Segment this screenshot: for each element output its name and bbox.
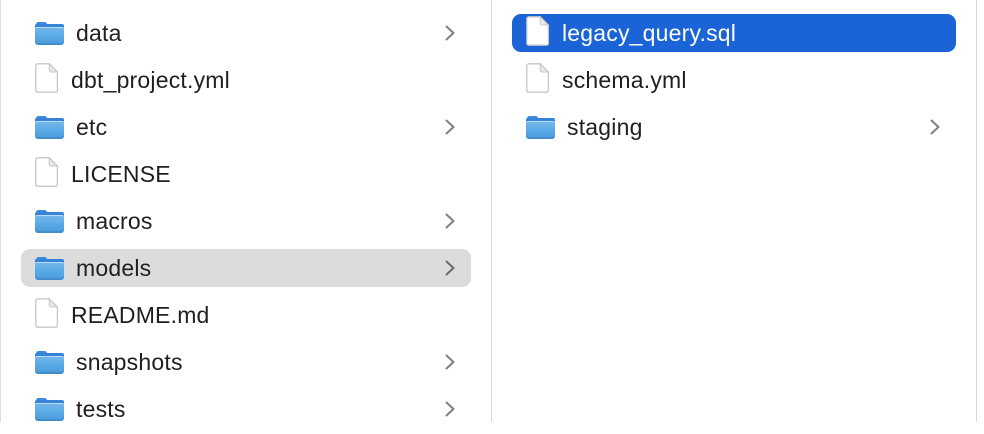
folder-icon xyxy=(526,115,555,139)
chevron-right-icon xyxy=(444,212,456,230)
folder-row: tests xyxy=(1,390,491,434)
list-item-license[interactable]: LICENSE xyxy=(21,155,471,193)
item-label: README.md xyxy=(71,301,210,328)
item-label: tests xyxy=(76,395,126,422)
list-item-snapshots[interactable]: snapshots xyxy=(21,343,471,381)
item-label: dbt_project.yml xyxy=(71,66,230,93)
document-icon xyxy=(526,62,550,98)
folder-icon xyxy=(35,115,64,139)
item-label: data xyxy=(76,19,122,46)
list-item-etc[interactable]: etc xyxy=(21,108,471,146)
folder-icon xyxy=(35,256,64,280)
file-row: schema.yml xyxy=(492,61,976,105)
folder-icon xyxy=(35,397,64,421)
right-column: legacy_query.sql schema.yml staging xyxy=(492,0,977,422)
list-item-schema-yml[interactable]: schema.yml xyxy=(512,61,956,99)
folder-row: data xyxy=(1,14,491,58)
item-label: snapshots xyxy=(76,348,183,375)
chevron-right-icon xyxy=(929,118,941,136)
next-column-sliver xyxy=(977,0,984,422)
chevron-right-icon xyxy=(444,24,456,42)
item-label: etc xyxy=(76,113,108,140)
folder-row: macros xyxy=(1,202,491,246)
chevron-right-icon xyxy=(444,400,456,418)
list-item-tests[interactable]: tests xyxy=(21,390,471,428)
file-row: legacy_query.sql xyxy=(492,14,976,58)
item-label: schema.yml xyxy=(562,66,687,93)
list-item-data[interactable]: data xyxy=(21,14,471,52)
folder-row: snapshots xyxy=(1,343,491,387)
item-label: legacy_query.sql xyxy=(562,19,737,46)
document-icon xyxy=(35,156,59,192)
chevron-right-icon xyxy=(444,353,456,371)
document-icon xyxy=(35,62,59,98)
item-label: LICENSE xyxy=(71,160,171,187)
file-row: README.md xyxy=(1,296,491,340)
file-row: LICENSE xyxy=(1,155,491,199)
list-item-dbt-project-yml[interactable]: dbt_project.yml xyxy=(21,61,471,99)
list-item-models[interactable]: models xyxy=(21,249,471,287)
chevron-right-icon xyxy=(444,259,456,277)
folder-row: etc xyxy=(1,108,491,152)
item-label: models xyxy=(76,254,152,281)
item-label: macros xyxy=(76,207,153,234)
document-icon xyxy=(35,297,59,333)
folder-icon xyxy=(35,350,64,374)
document-icon xyxy=(526,15,550,51)
folder-icon xyxy=(35,21,64,45)
folder-icon xyxy=(35,209,64,233)
file-row: dbt_project.yml xyxy=(1,61,491,105)
folder-row: staging xyxy=(492,108,976,152)
list-item-staging[interactable]: staging xyxy=(512,108,956,146)
item-label: staging xyxy=(567,113,643,140)
list-item-legacy-query-sql[interactable]: legacy_query.sql xyxy=(512,14,956,52)
chevron-right-icon xyxy=(444,118,456,136)
list-item-macros[interactable]: macros xyxy=(21,202,471,240)
folder-row: models xyxy=(1,249,491,293)
list-item-readme-md[interactable]: README.md xyxy=(21,296,471,334)
